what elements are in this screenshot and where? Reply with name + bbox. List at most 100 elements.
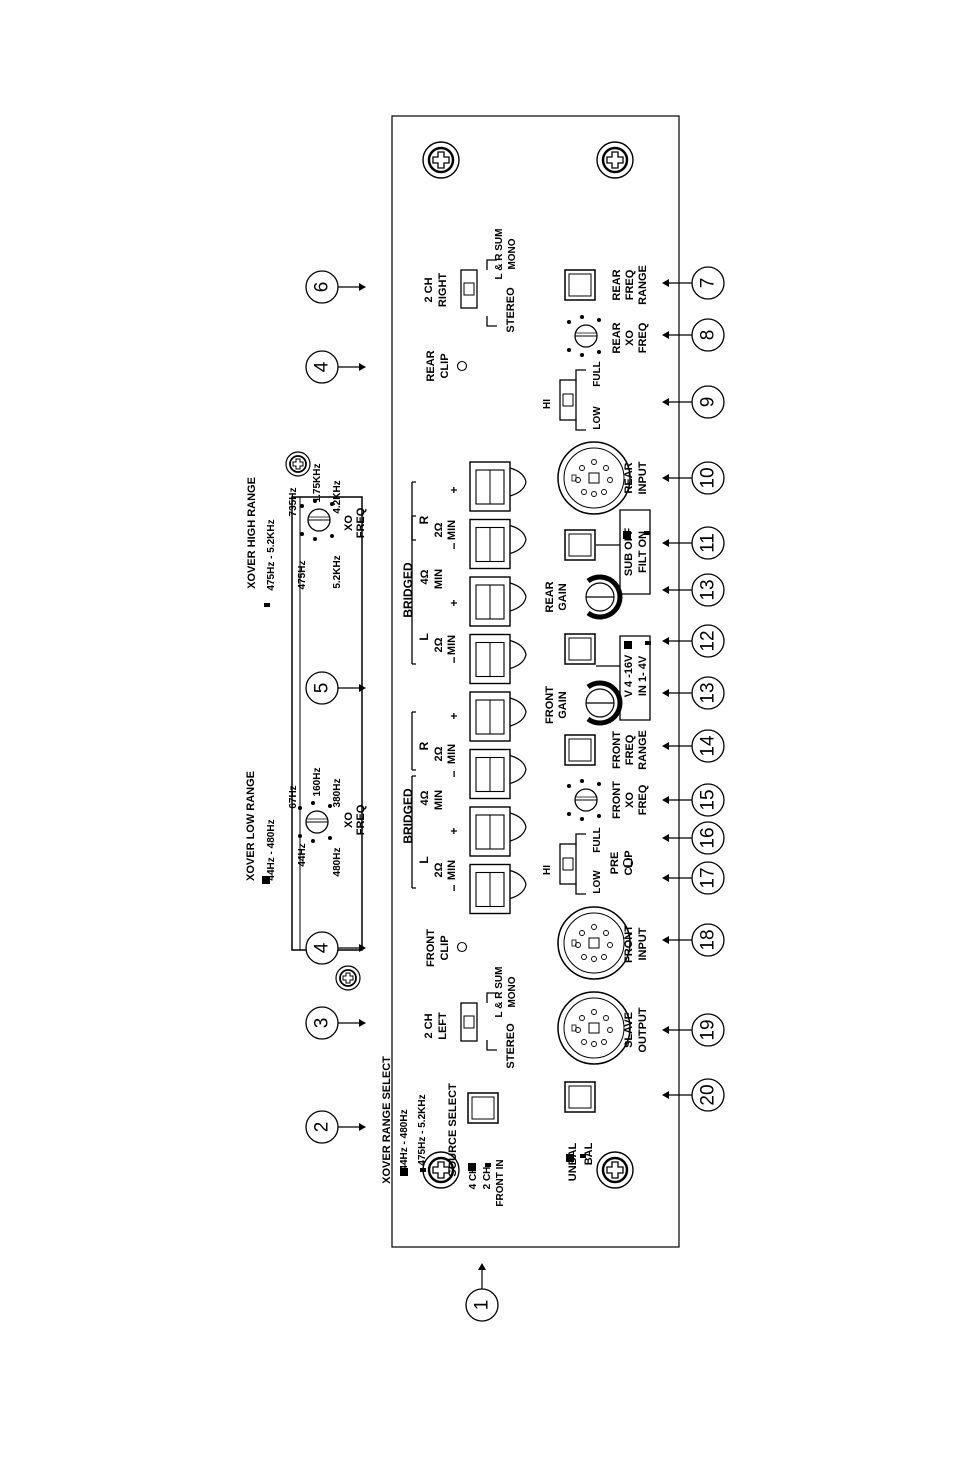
rear-freq-range-button[interactable] bbox=[564, 269, 596, 301]
front-gain-label-1: FRONT bbox=[544, 686, 556, 724]
slave-output-label-1: SLAVE bbox=[623, 1012, 635, 1048]
front-clip-label-1: FRONT bbox=[425, 929, 437, 967]
front-freq-range-button[interactable] bbox=[564, 734, 596, 766]
callout-13: 13 bbox=[662, 573, 725, 607]
front-range-label-1: FRONT bbox=[611, 731, 623, 769]
front-gain-knob[interactable] bbox=[585, 680, 623, 726]
callout-number: 1 bbox=[472, 1300, 493, 1311]
screw-bottom-right bbox=[596, 1151, 634, 1189]
2ch-right-switch[interactable] bbox=[460, 269, 478, 309]
slave-output-connector[interactable] bbox=[557, 991, 631, 1065]
xover-low-range-label: XOVER LOW RANGE bbox=[245, 771, 257, 881]
range-475-52-label: 475Hz - 5.2KHz bbox=[417, 1094, 428, 1165]
mode-switch-leaders bbox=[486, 259, 497, 1051]
bridge-high-left-bracket bbox=[411, 515, 416, 665]
rear-full-label: FULL bbox=[592, 361, 603, 387]
slave-output-label-2: OUTPUT bbox=[637, 1007, 649, 1053]
high-freq-label: FREQ bbox=[355, 507, 367, 538]
terminal-cell[interactable] bbox=[469, 806, 511, 857]
callout-16: 16 bbox=[662, 821, 725, 855]
rear-gain-label-1: REAR bbox=[544, 581, 556, 612]
rear-xo-label-1: REAR bbox=[611, 322, 623, 353]
front-xo-label-2: XO bbox=[624, 792, 636, 808]
terminal-cell[interactable] bbox=[469, 518, 511, 570]
terminal-polarity-3: + bbox=[447, 712, 461, 719]
low-L-label: L bbox=[417, 856, 431, 863]
low-2ohm-2-label: 2Ω bbox=[433, 746, 445, 761]
low-480-label: 480Hz bbox=[332, 848, 343, 877]
front-xo-label-3: FREQ bbox=[637, 784, 649, 815]
front-low-label: LOW bbox=[592, 870, 603, 894]
source-select-button[interactable] bbox=[467, 1092, 499, 1124]
callout-7: 7 bbox=[662, 266, 725, 300]
high-range-sub-label: 475Hz - 5.2KHz bbox=[266, 519, 277, 590]
bal-unbal-button[interactable] bbox=[564, 1081, 596, 1113]
terminal-lip bbox=[509, 582, 527, 612]
terminal-cell[interactable] bbox=[469, 633, 511, 685]
callout-6: 6 bbox=[305, 270, 366, 304]
bal-mark bbox=[580, 1154, 586, 1158]
rear-range-label-3: RANGE bbox=[637, 265, 649, 305]
low-67-label: 67Hz bbox=[288, 785, 299, 808]
low-range-sub-label: 44Hz - 480Hz bbox=[266, 819, 277, 880]
callout-number: 10 bbox=[698, 467, 719, 488]
high-L-label: L bbox=[417, 633, 431, 640]
lr-sum-left-label: L & R SUM bbox=[494, 967, 505, 1018]
screw-top-left bbox=[422, 141, 460, 179]
callout-number: 6 bbox=[312, 282, 333, 293]
2ch-left-switch[interactable] bbox=[460, 1002, 478, 1042]
unbal-label: UNBAL bbox=[567, 1142, 579, 1181]
terminal-cell[interactable] bbox=[469, 461, 511, 512]
in-volt-button[interactable] bbox=[564, 633, 596, 665]
rear-xo-freq-dial[interactable] bbox=[567, 315, 601, 357]
screw-top-right bbox=[596, 141, 634, 179]
terminal-cell[interactable] bbox=[469, 748, 511, 800]
sub-filt-box bbox=[619, 509, 651, 595]
rear-input-connector[interactable] bbox=[557, 441, 631, 515]
low-xo-dial[interactable] bbox=[298, 801, 332, 843]
range-44-480-label: 44Hz - 480Hz bbox=[399, 1109, 410, 1170]
terminal-cell[interactable] bbox=[469, 576, 511, 627]
terminal-lip bbox=[509, 697, 527, 727]
callout-number: 15 bbox=[698, 789, 719, 810]
pre-clip-label-2: CLIP bbox=[623, 850, 635, 875]
front-xo-freq-dial[interactable] bbox=[567, 779, 601, 821]
terminal-lip bbox=[509, 639, 527, 670]
callout-14: 14 bbox=[662, 729, 725, 763]
panel-outline bbox=[391, 115, 680, 1248]
range-44-480-mark bbox=[400, 1168, 408, 1176]
rear-input-label-2: INPUT bbox=[637, 461, 649, 494]
callout-number: 3 bbox=[312, 1018, 333, 1029]
callout-number: 8 bbox=[698, 330, 719, 341]
pre-clip-label-1: PRE bbox=[609, 852, 621, 875]
high-735-label: 735Hz bbox=[288, 488, 299, 517]
high-xo-dial[interactable] bbox=[300, 499, 334, 541]
front-input-connector[interactable] bbox=[557, 906, 631, 980]
front-hi-low-switch[interactable] bbox=[559, 843, 577, 885]
hi-low-leaders bbox=[575, 369, 586, 895]
rear-hi-low-switch[interactable] bbox=[559, 379, 577, 421]
terminal-lip bbox=[509, 812, 527, 842]
sub-filt-button[interactable] bbox=[564, 529, 596, 561]
callout-number: 17 bbox=[698, 867, 719, 888]
high-52-label: 5.2KHz bbox=[332, 555, 343, 588]
terminal-cell[interactable] bbox=[469, 691, 511, 742]
low-xo-label: XO bbox=[343, 812, 355, 828]
low-range-mark bbox=[262, 876, 270, 884]
panel-rotated-group bbox=[285, 115, 680, 1248]
callout-18: 18 bbox=[662, 923, 725, 957]
terminal-cell[interactable] bbox=[469, 863, 511, 915]
lr-sum-right-label: L & R SUM bbox=[494, 229, 505, 280]
callout-number: 16 bbox=[698, 827, 719, 848]
xover-high-range-label: XOVER HIGH RANGE bbox=[246, 477, 258, 589]
terminal-polarity-1: + bbox=[447, 827, 461, 834]
sub-filt-label-1: SUB OFF bbox=[623, 528, 635, 577]
rear-clip-led bbox=[456, 360, 468, 372]
xover-range-select-label: XOVER RANGE SELECT bbox=[381, 1056, 393, 1184]
callout-number: 7 bbox=[698, 278, 719, 289]
source-4ch-mark bbox=[468, 1163, 476, 1171]
rear-gain-knob[interactable] bbox=[585, 574, 623, 620]
v-in-label-2: IN 1- 4V bbox=[637, 655, 649, 696]
